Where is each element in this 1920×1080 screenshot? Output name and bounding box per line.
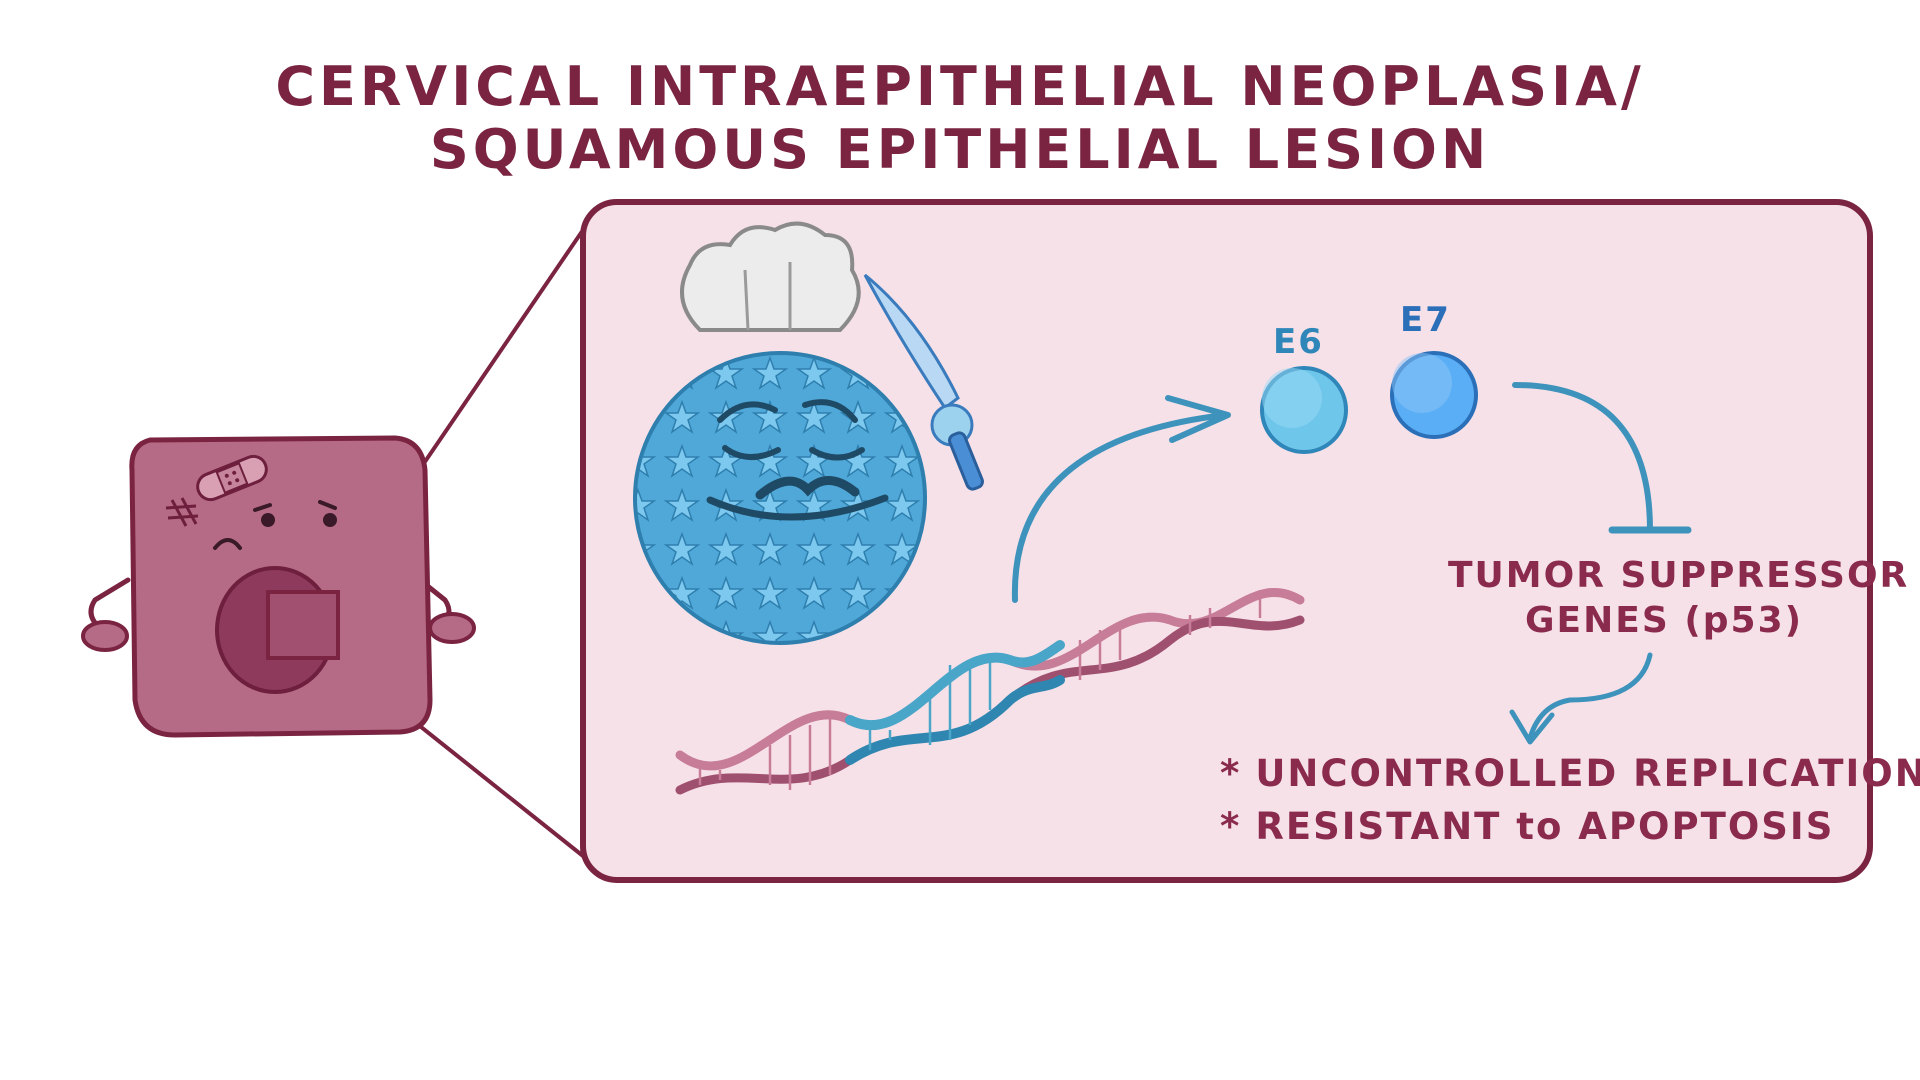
chef-hat-icon xyxy=(680,221,861,332)
hpv-virus-icon xyxy=(633,221,927,645)
bullet-star: * xyxy=(1220,752,1242,795)
knife-icon xyxy=(863,273,984,491)
squamous-cell-icon xyxy=(81,435,476,738)
genes-p53-label: GENES (p53) xyxy=(1525,600,1804,641)
tumor-suppressor-label: TUMOR SUPPRESSOR xyxy=(1448,555,1910,596)
effect-item: * UNCONTROLLED REPLICATION xyxy=(1220,752,1920,795)
effect-text: UNCONTROLLED REPLICATION xyxy=(1255,752,1920,795)
effect-item: * RESISTANT to APOPTOSIS xyxy=(1220,805,1834,848)
consequence-arrow xyxy=(1527,652,1653,741)
bandage-icon xyxy=(196,454,268,502)
effect-text: RESISTANT to APOPTOSIS xyxy=(1255,805,1835,848)
e6-label: E6 xyxy=(1273,322,1324,362)
dna-helix-icon xyxy=(675,588,1305,795)
title-line-1: CERVICAL INTRAEPITHELIAL NEOPLASIA/ xyxy=(275,55,1645,118)
bullet-star: * xyxy=(1220,805,1242,848)
inhibition-arrow xyxy=(1512,382,1653,533)
expression-arrow xyxy=(1011,412,1228,603)
e7-label: E7 xyxy=(1400,300,1451,340)
scratch-mark xyxy=(165,497,199,527)
title-line-2: SQUAMOUS EPITHELIAL LESION xyxy=(429,118,1491,181)
